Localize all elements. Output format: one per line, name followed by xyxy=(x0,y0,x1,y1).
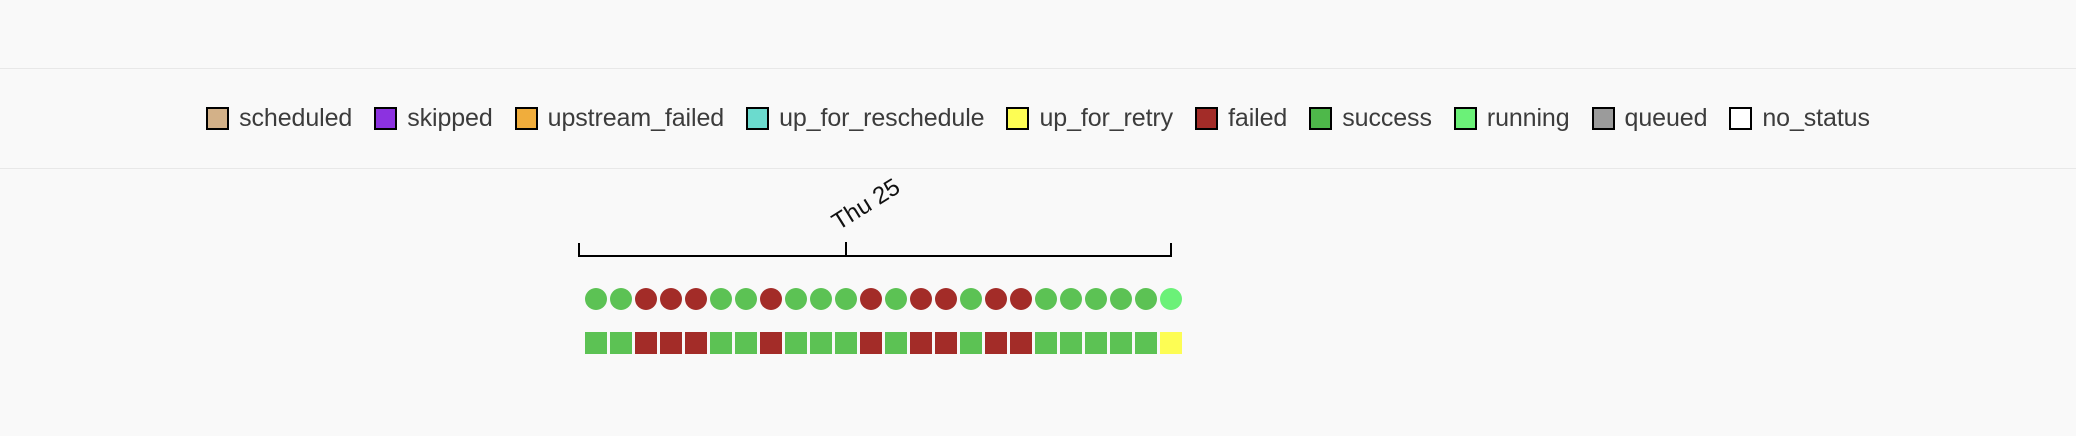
task-instance-square[interactable] xyxy=(1110,332,1132,354)
task-instance-square[interactable] xyxy=(860,332,882,354)
dag-run-dot[interactable] xyxy=(810,288,832,310)
dag-run-dot[interactable] xyxy=(985,288,1007,310)
task-instance-square[interactable] xyxy=(735,332,757,354)
dag-run-dot[interactable] xyxy=(785,288,807,310)
dag-run-dot[interactable] xyxy=(1110,288,1132,310)
dag-run-dots-row xyxy=(585,286,1185,312)
axis-tick-label: Thu 25 xyxy=(827,173,905,236)
task-instance-square[interactable] xyxy=(985,332,1007,354)
legend-swatch-success-icon xyxy=(1309,107,1333,130)
legend-label: skipped xyxy=(407,104,493,132)
legend-item-scheduled[interactable]: scheduled xyxy=(206,106,352,131)
dag-run-dot[interactable] xyxy=(960,288,982,310)
legend-swatch-queued-icon xyxy=(1591,107,1615,130)
task-instance-square[interactable] xyxy=(710,332,732,354)
dag-run-dot[interactable] xyxy=(710,288,732,310)
legend-label: upstream_failed xyxy=(547,104,725,132)
legend-swatch-up-for-reschedule-icon xyxy=(746,107,770,130)
dag-run-dot[interactable] xyxy=(910,288,932,310)
task-instance-square[interactable] xyxy=(910,332,932,354)
legend-item-skipped[interactable]: skipped xyxy=(374,104,493,132)
dag-runs-chart: Thu 25 xyxy=(0,168,2076,436)
task-instance-square[interactable] xyxy=(1060,332,1082,354)
task-instance-square[interactable] xyxy=(585,332,607,354)
legend-swatch-up-for-retry-icon xyxy=(1006,107,1030,130)
legend-item-no-status[interactable]: no_status xyxy=(1729,106,1870,131)
dag-run-dot[interactable] xyxy=(635,288,657,310)
task-instance-square[interactable] xyxy=(685,332,707,354)
legend-item-success[interactable]: success xyxy=(1309,106,1432,131)
divider-below-legend xyxy=(0,168,2076,169)
task-instance-square[interactable] xyxy=(1135,332,1157,354)
divider-above-legend xyxy=(0,68,2076,69)
legend-label: failed xyxy=(1228,104,1288,132)
legend-label: queued xyxy=(1624,104,1708,132)
task-instance-square[interactable] xyxy=(1035,332,1057,354)
task-instance-square[interactable] xyxy=(1010,332,1032,354)
legend-label: success xyxy=(1342,104,1432,132)
legend-swatch-upstream-failed-icon xyxy=(514,107,538,130)
date-axis-bracket: Thu 25 xyxy=(578,173,1172,257)
dag-run-dot[interactable] xyxy=(1135,288,1157,310)
dag-run-dot[interactable] xyxy=(835,288,857,310)
task-instance-square[interactable] xyxy=(635,332,657,354)
legend-label: up_for_reschedule xyxy=(779,104,985,132)
status-legend: scheduled skipped upstream_failed up_for_re… xyxy=(0,69,2076,168)
dag-run-dot[interactable] xyxy=(685,288,707,310)
task-instance-square[interactable] xyxy=(1085,332,1107,354)
task-instance-square[interactable] xyxy=(610,332,632,354)
dag-run-dot[interactable] xyxy=(1060,288,1082,310)
legend-label: up_for_retry xyxy=(1039,104,1174,132)
legend-swatch-failed-icon xyxy=(1195,107,1219,130)
dag-run-dot[interactable] xyxy=(660,288,682,310)
dag-run-dot[interactable] xyxy=(860,288,882,310)
task-instance-square[interactable] xyxy=(835,332,857,354)
dag-run-dot[interactable] xyxy=(735,288,757,310)
legend-item-failed[interactable]: failed xyxy=(1195,106,1287,131)
legend-label: running xyxy=(1486,104,1570,132)
legend-swatch-skipped-icon xyxy=(374,107,398,130)
task-instance-square[interactable] xyxy=(935,332,957,354)
legend-swatch-running-icon xyxy=(1453,107,1477,130)
dag-run-dot[interactable] xyxy=(1035,288,1057,310)
legend-swatch-no-status-icon xyxy=(1729,107,1753,130)
legend-item-queued[interactable]: queued xyxy=(1591,104,1708,132)
dag-run-dot[interactable] xyxy=(885,288,907,310)
task-instance-square[interactable] xyxy=(760,332,782,354)
task-instance-squares-row xyxy=(585,330,1185,356)
task-instance-square[interactable] xyxy=(1160,332,1182,354)
legend-swatch-scheduled-icon xyxy=(206,107,230,130)
task-instance-square[interactable] xyxy=(810,332,832,354)
dag-run-dot[interactable] xyxy=(610,288,632,310)
task-instance-square[interactable] xyxy=(960,332,982,354)
legend-item-running[interactable]: running xyxy=(1453,104,1570,132)
dag-run-dot[interactable] xyxy=(935,288,957,310)
dag-run-dot[interactable] xyxy=(1160,288,1182,310)
axis-cap-left-icon xyxy=(578,243,580,255)
status-legend-row: scheduled skipped upstream_failed up_for_re… xyxy=(206,106,1870,131)
task-instance-square[interactable] xyxy=(885,332,907,354)
task-instance-square[interactable] xyxy=(660,332,682,354)
legend-label: no_status xyxy=(1762,104,1870,132)
dag-run-dot[interactable] xyxy=(1085,288,1107,310)
legend-label: scheduled xyxy=(239,104,353,132)
axis-cap-right-icon xyxy=(1170,243,1172,255)
task-instance-square[interactable] xyxy=(785,332,807,354)
legend-item-up-for-reschedule[interactable]: up_for_reschedule xyxy=(746,104,985,132)
dag-run-dot[interactable] xyxy=(585,288,607,310)
legend-item-upstream-failed[interactable]: upstream_failed xyxy=(514,104,725,132)
legend-item-up-for-retry[interactable]: up_for_retry xyxy=(1006,106,1173,131)
axis-tick-icon xyxy=(845,242,847,255)
dag-run-dot[interactable] xyxy=(760,288,782,310)
dag-run-dot[interactable] xyxy=(1010,288,1032,310)
